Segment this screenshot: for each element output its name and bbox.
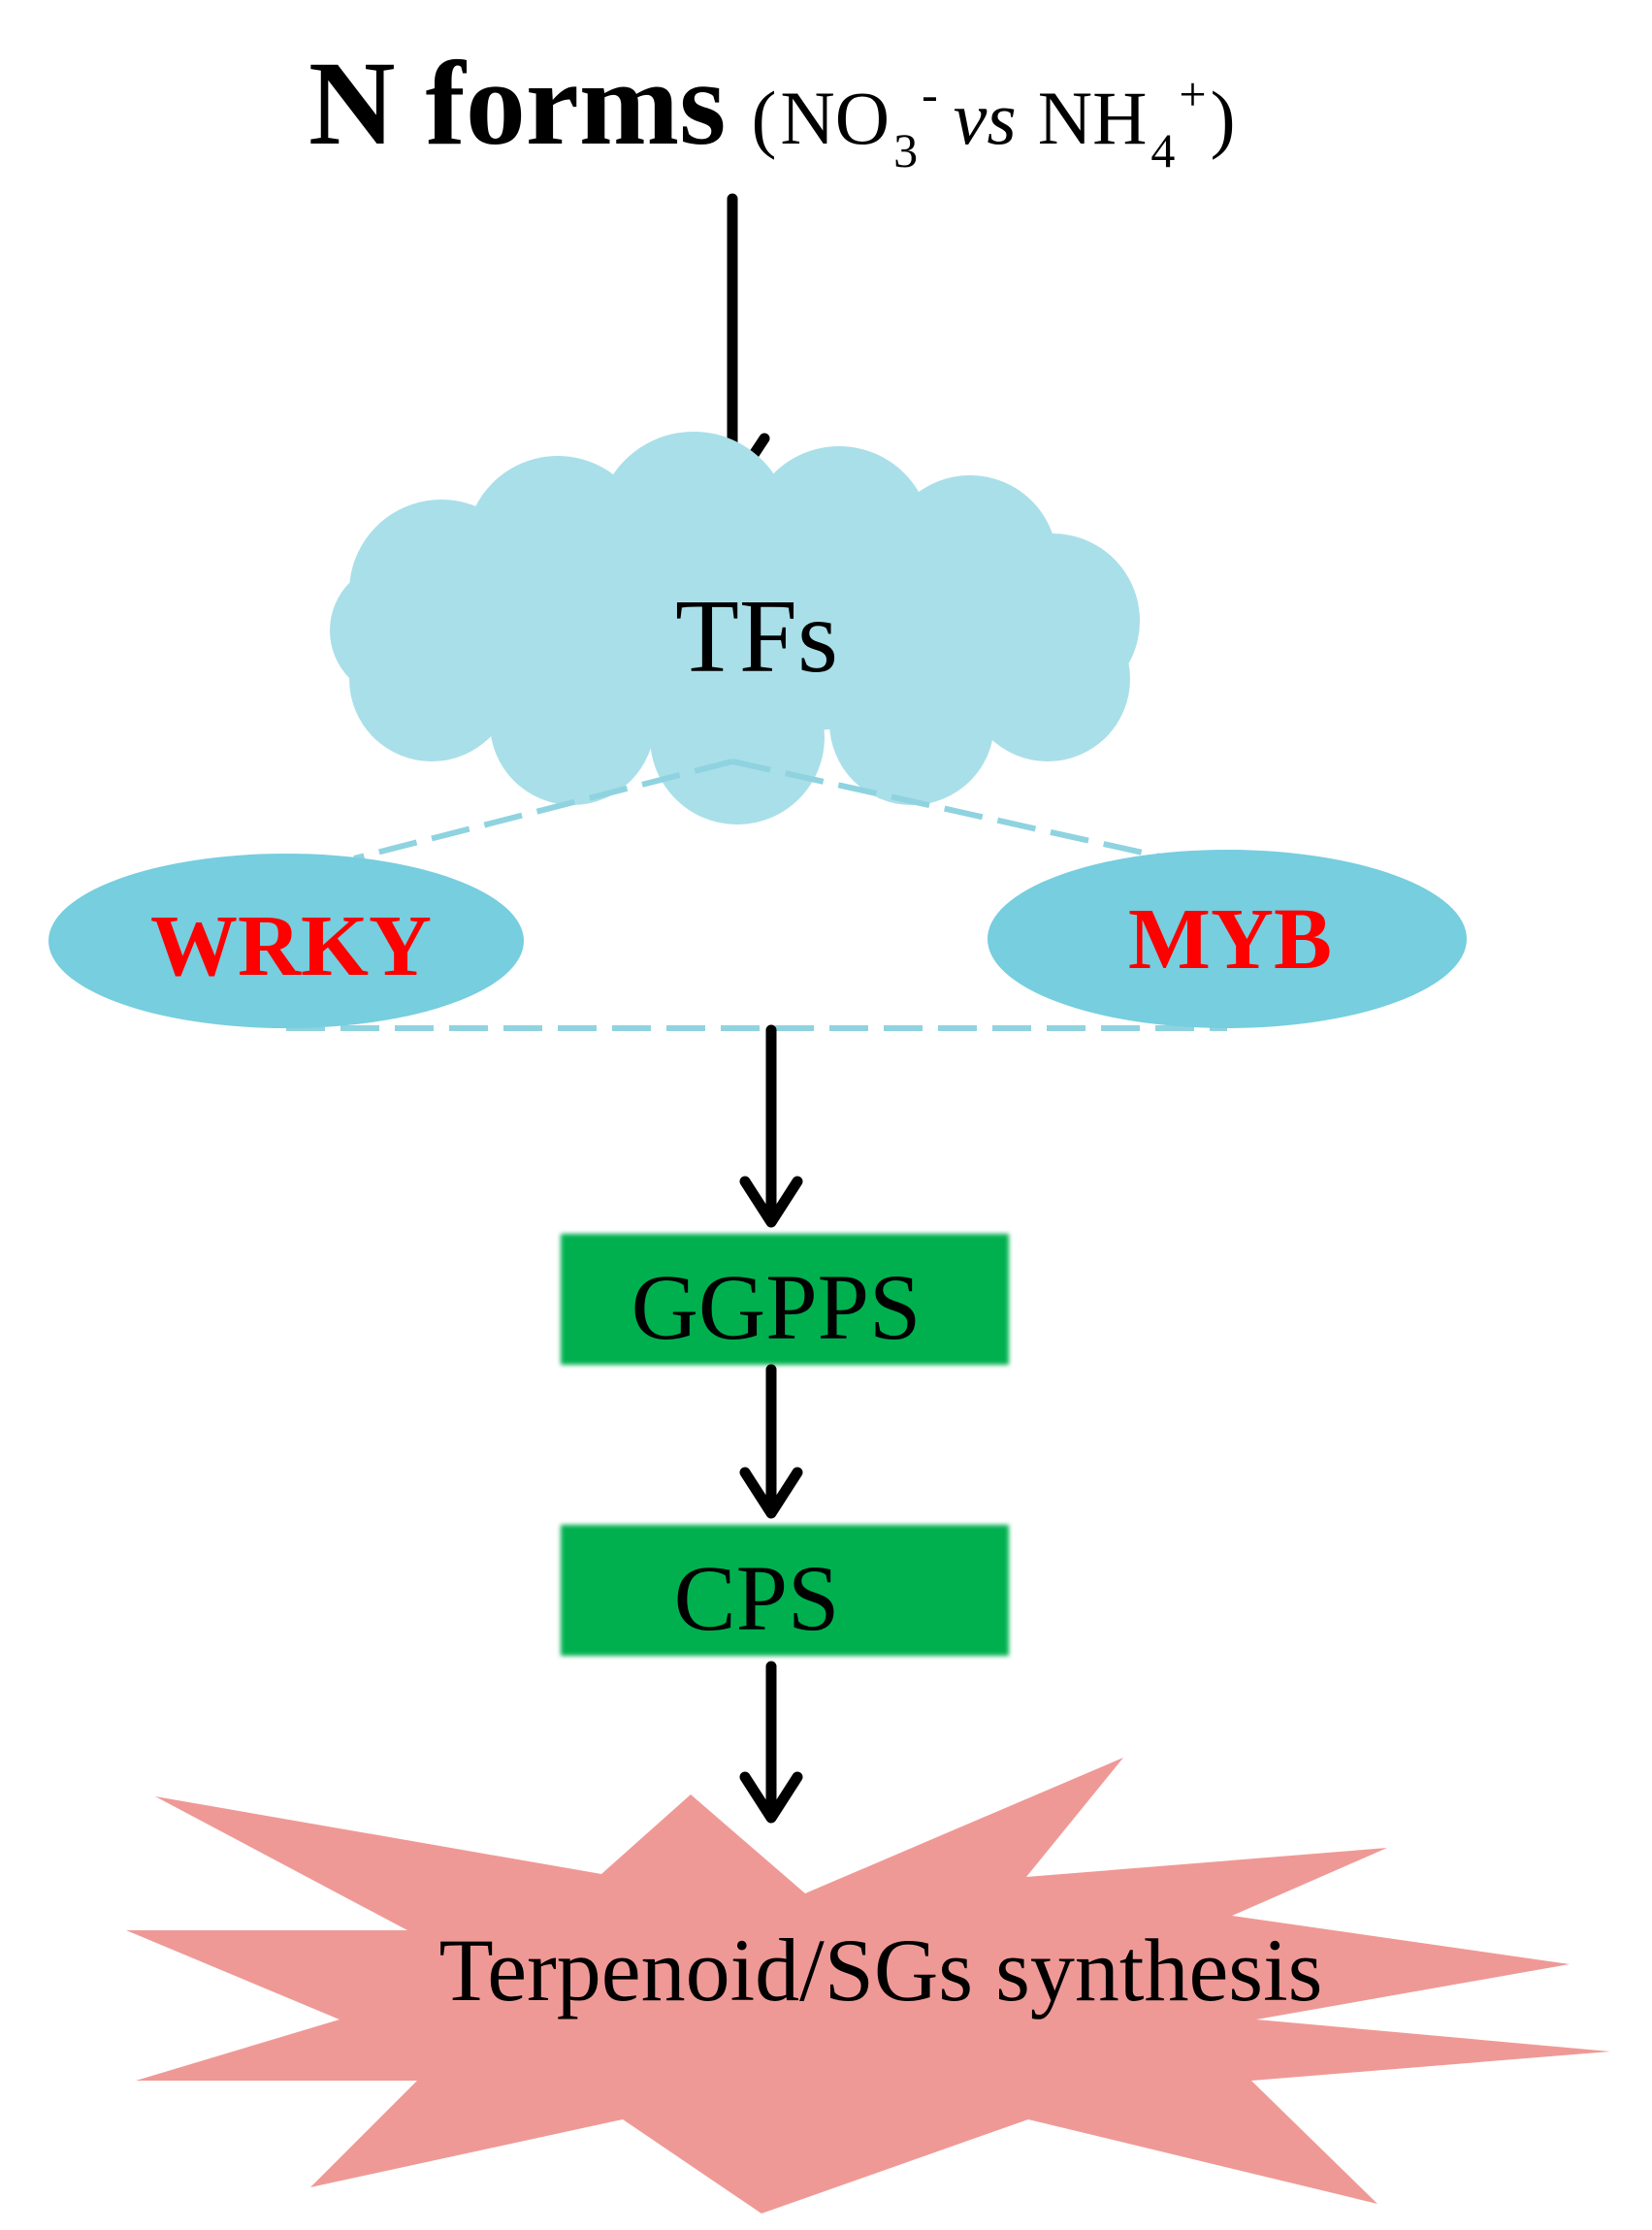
title-no-sub: 3 bbox=[893, 123, 918, 178]
tfs-label: TFs bbox=[675, 579, 838, 695]
myb-ellipse bbox=[988, 850, 1467, 1028]
title-nh: NH bbox=[1038, 76, 1148, 160]
title-open-paren: ( bbox=[751, 76, 776, 160]
ggpps-box bbox=[561, 1234, 1009, 1365]
tf-family-dashed-lines bbox=[286, 759, 1227, 1031]
tfs-cloud bbox=[330, 432, 1140, 824]
title-vs: vs bbox=[954, 76, 1017, 160]
arrow-ggpps-to-cps bbox=[739, 1364, 803, 1519]
title-no-sup: - bbox=[922, 67, 938, 121]
arrow-cps-to-synthesis bbox=[739, 1661, 803, 1824]
title-no: NO bbox=[780, 76, 890, 160]
myb-label: MYB bbox=[1128, 891, 1332, 987]
synthesis-burst bbox=[126, 1758, 1610, 2214]
cps-label: CPS bbox=[674, 1546, 840, 1650]
cps-box bbox=[561, 1525, 1009, 1656]
ggpps-label: GGPPS bbox=[632, 1255, 922, 1359]
title-close-paren: ) bbox=[1211, 76, 1236, 160]
arrow-tfs-to-ggpps bbox=[739, 1024, 803, 1228]
wrky-label: WRKY bbox=[150, 898, 432, 994]
title-nh-sup: + bbox=[1179, 67, 1206, 121]
title-nh-sub: 4 bbox=[1150, 123, 1175, 178]
diagram-title: N forms ( NO 3 - vs NH 4 + ) bbox=[308, 37, 1236, 178]
synthesis-label: Terpenoid/SGs synthesis bbox=[439, 1921, 1323, 2020]
title-main: N forms bbox=[308, 37, 726, 170]
wrky-ellipse bbox=[49, 854, 524, 1028]
